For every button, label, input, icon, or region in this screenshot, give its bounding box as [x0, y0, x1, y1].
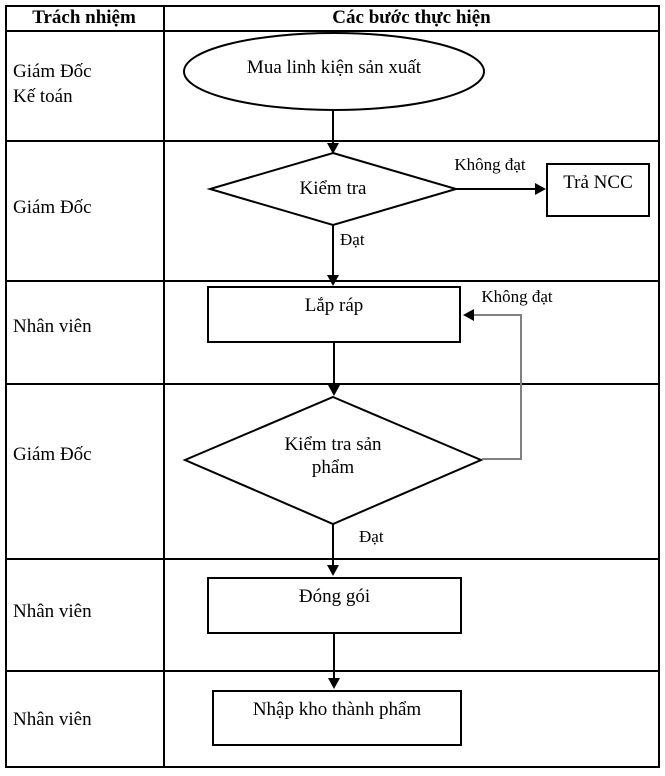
column-divider: [163, 5, 165, 768]
responsibility-row-1: Giám Đốc Kế toán: [13, 59, 92, 109]
assemble-box: Lắp ráp: [207, 286, 461, 343]
decision2-fail-label: Không đạt: [481, 287, 553, 306]
row-line-3: [5, 383, 660, 385]
store-box: Nhập kho thành phẩm: [212, 690, 462, 746]
store-label: Nhập kho thành phẩm: [252, 699, 422, 720]
decision1-fail-label: Không đạt: [454, 155, 526, 174]
return-supplier-box: Trả NCC: [546, 163, 650, 217]
responsibility-row-4: Giám Đốc: [13, 444, 92, 465]
decision2-pass-label: Đạt: [359, 527, 384, 546]
responsibility-row-6: Nhân viên: [13, 709, 92, 730]
assemble-label: Lắp ráp: [304, 295, 364, 316]
header-responsibility: Trách nhiệm: [32, 7, 136, 28]
pack-box: Đóng gói: [207, 577, 462, 634]
pack-label: Đóng gói: [298, 586, 371, 607]
responsibility-row-5: Nhân viên: [13, 601, 92, 622]
decision2-label: Kiểm tra sản phẩm: [284, 434, 382, 478]
responsibility-row-1-line-1: Giám Đốc: [13, 61, 92, 82]
row-line-5: [5, 670, 660, 672]
row-line-header: [5, 30, 660, 32]
row-line-4: [5, 558, 660, 560]
decision1-pass-label: Đạt: [340, 230, 365, 249]
responsibility-row-1-line-2: Kế toán: [13, 86, 73, 107]
header-steps: Các bước thực hiện: [332, 7, 491, 28]
row-line-1: [5, 140, 660, 142]
decision1-label: Kiểm tra: [299, 178, 367, 199]
responsibility-row-2: Giám Đốc: [13, 197, 92, 218]
row-line-2: [5, 280, 660, 282]
start-step-label: Mua linh kiện sản xuất: [246, 57, 422, 78]
return-supplier-label: Trả NCC: [563, 172, 633, 193]
table-frame: [5, 5, 660, 768]
responsibility-row-3: Nhân viên: [13, 316, 92, 337]
